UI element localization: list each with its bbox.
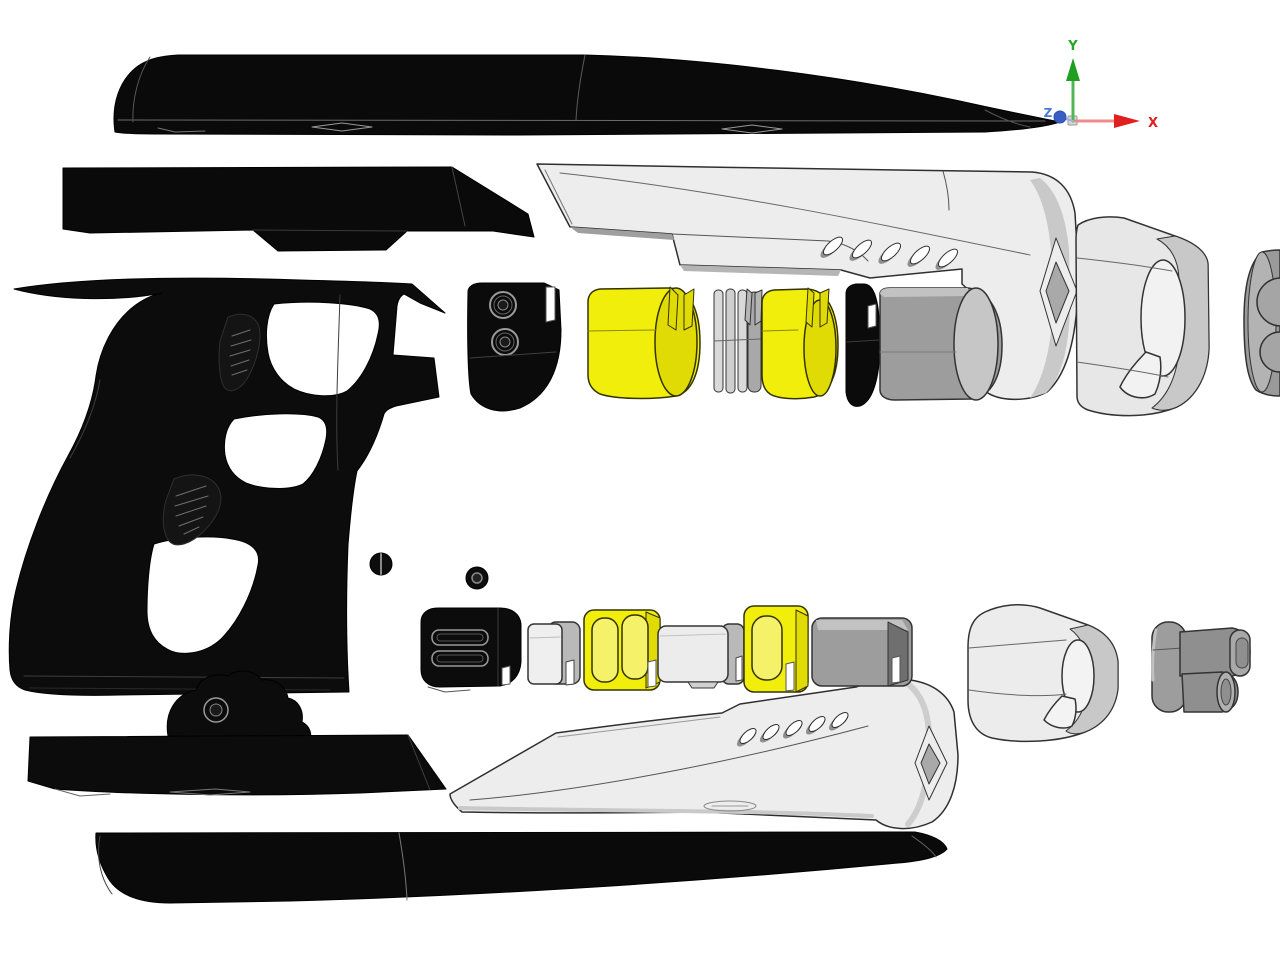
- nozzle-shroud-part[interactable]: [967, 604, 1119, 743]
- axis-x-label: X: [1148, 116, 1158, 131]
- core-block-part[interactable]: [657, 623, 745, 689]
- rear-block-part[interactable]: [811, 617, 913, 687]
- model-parts-layer: [8, 54, 1280, 904]
- grip-frame-part[interactable]: [8, 277, 446, 696]
- guard-bracket-part[interactable]: [27, 670, 447, 797]
- rear-cap-part[interactable]: [467, 282, 562, 412]
- muzzle-tip-part[interactable]: [1243, 249, 1280, 397]
- power-cell-rear-part[interactable]: [761, 287, 839, 400]
- axis-z-label: Z: [1044, 106, 1053, 120]
- top-cover-part[interactable]: [113, 54, 1061, 136]
- cell-block-front-part[interactable]: [583, 609, 661, 691]
- lower-receiver-shell-part[interactable]: [449, 678, 959, 830]
- cell-block-rear-part[interactable]: [743, 605, 809, 693]
- barrel-connector-part[interactable]: [1151, 621, 1251, 713]
- axis-triad-labels: Y X Z: [1044, 39, 1158, 131]
- upper-receiver-shell-part[interactable]: [536, 163, 1079, 401]
- screw-socket[interactable]: [465, 566, 489, 590]
- retainer-ring-part[interactable]: [845, 283, 881, 407]
- bottom-cover-part[interactable]: [95, 831, 948, 904]
- spacer-block-part[interactable]: [527, 621, 581, 686]
- axis-triad: [1053, 58, 1140, 128]
- upper-rail-part[interactable]: [62, 166, 535, 252]
- axis-y-label: Y: [1067, 39, 1078, 54]
- inner-barrel-part[interactable]: [879, 287, 1003, 401]
- vent-block-part[interactable]: [420, 607, 522, 693]
- washer-stack-part[interactable]: [713, 288, 763, 394]
- barrel-shroud-part[interactable]: [1075, 216, 1210, 417]
- power-cell-front-part[interactable]: [587, 286, 701, 400]
- screw-slotted[interactable]: [369, 552, 393, 576]
